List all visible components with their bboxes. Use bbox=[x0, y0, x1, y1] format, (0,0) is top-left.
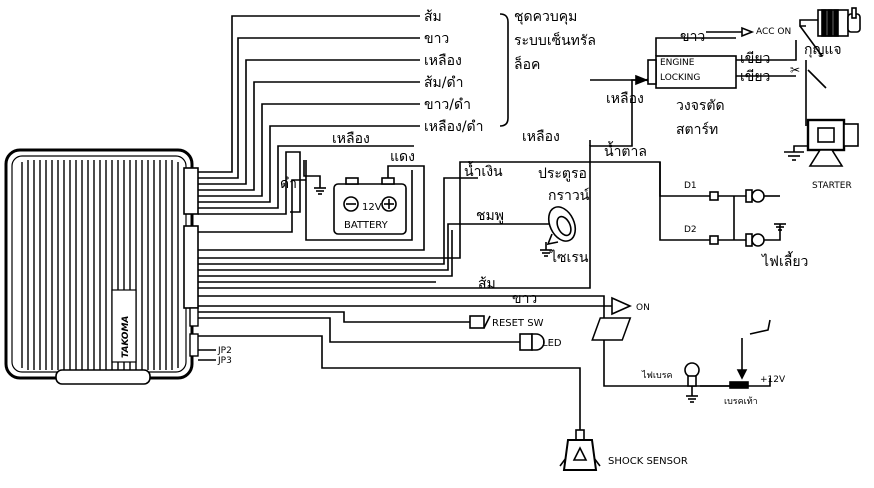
d1-label: D1 bbox=[684, 181, 697, 191]
label-pink: ชมพู bbox=[476, 208, 504, 224]
brake-pedal-area bbox=[591, 317, 771, 403]
reset-label: RESET SW bbox=[492, 318, 544, 329]
label-blue: น้ำเงิน bbox=[464, 161, 503, 180]
on-label: ON bbox=[636, 303, 650, 313]
scissors-icon: ✂ bbox=[790, 63, 800, 77]
brand-label: TAKOMA bbox=[121, 316, 131, 358]
plus12-label: +12V bbox=[760, 375, 786, 385]
label-white-acc: ขาว bbox=[680, 29, 705, 45]
label-red: แดง bbox=[390, 149, 415, 165]
siren-label: ไซเรน bbox=[549, 249, 589, 266]
label-black: ดำ bbox=[280, 176, 297, 192]
battery-voltage: 12V bbox=[362, 202, 382, 213]
reset-switch bbox=[469, 315, 485, 329]
label-yellow-battery: เหลือง bbox=[332, 131, 370, 147]
brake-light-label: ไฟเบรค bbox=[641, 370, 673, 381]
shock-sensor-icon bbox=[559, 429, 601, 471]
acc-on-label: ACC ON bbox=[756, 27, 791, 37]
central-lock-wires bbox=[198, 13, 509, 203]
jp3-label: JP3 bbox=[217, 356, 232, 366]
d2-label: D2 bbox=[684, 225, 697, 235]
starter-label: STARTER bbox=[812, 181, 852, 191]
key-icon bbox=[799, 7, 861, 126]
signal-light-label: ไฟเลี้ยว bbox=[761, 251, 808, 270]
cut-start-line2: สตาร์ท bbox=[676, 121, 718, 138]
labels: ส้ม ขาว เหลือง ส้ม/ดำ ขาว/ดำ เหลือง/ดำ ช… bbox=[217, 9, 852, 467]
jp2-label: JP2 bbox=[217, 346, 232, 356]
siren-icon bbox=[540, 206, 577, 257]
led bbox=[519, 333, 545, 351]
label-yellow-arrow: เหลือง bbox=[606, 91, 644, 107]
label-white-on: ขาว bbox=[512, 291, 537, 307]
label-yellow-black: เหลือง/ดำ bbox=[424, 119, 484, 135]
lower-wires bbox=[198, 79, 730, 432]
label-orange-black: ส้ม/ดำ bbox=[424, 75, 463, 91]
label-yellow-engine: เหลือง bbox=[522, 129, 560, 145]
shock-sensor-label: SHOCK SENSOR bbox=[608, 456, 688, 467]
led-label: LED bbox=[542, 338, 562, 349]
engine-locking-line2: LOCKING bbox=[660, 73, 700, 83]
battery-label: BATTERY bbox=[344, 220, 389, 231]
central-lock-line2: ระบบเซ็นทรัล bbox=[514, 31, 596, 49]
label-brown: น้ำตาล bbox=[604, 141, 647, 160]
central-lock-line3: ล็อค bbox=[514, 55, 540, 73]
label-green2: เขียว bbox=[740, 69, 770, 85]
label-yellow: เหลือง bbox=[424, 53, 462, 69]
door-line2: กราวน์ bbox=[548, 187, 590, 204]
label-orange-bottom: ส้ม bbox=[478, 276, 496, 292]
control-unit: TAKOMA bbox=[4, 148, 199, 385]
brake-pedal-label: เบรคเท้า bbox=[724, 396, 758, 407]
label-orange: ส้ม bbox=[424, 9, 442, 25]
label-white: ขาว bbox=[424, 31, 449, 47]
key-label: กุญแจ bbox=[804, 42, 842, 58]
door-line1: ประตูรอ bbox=[538, 166, 587, 182]
cut-start-line1: วงจรตัด bbox=[676, 98, 725, 114]
engine-locking-module bbox=[590, 26, 797, 89]
label-white-black: ขาว/ดำ bbox=[424, 97, 471, 113]
label-green1: เขียว bbox=[740, 51, 770, 67]
signal-lights bbox=[709, 189, 786, 247]
battery-wires bbox=[198, 145, 425, 251]
starter-motor bbox=[784, 118, 859, 167]
engine-locking-line1: ENGINE bbox=[660, 58, 695, 68]
central-lock-line1: ชุดควบคุม bbox=[514, 9, 577, 25]
on-arrow bbox=[611, 296, 632, 316]
